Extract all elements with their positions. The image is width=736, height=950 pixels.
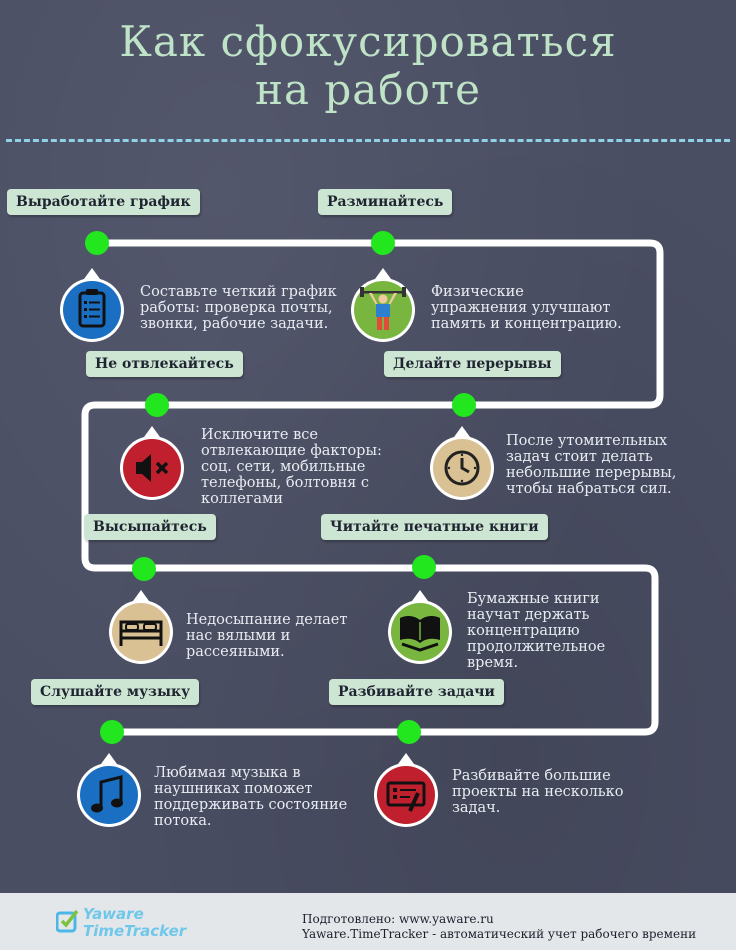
logo-line-2: TimeTracker: [83, 922, 187, 940]
weightlifter-icon: [349, 266, 417, 344]
step-label-schedule: Выработайте график: [7, 189, 200, 215]
clock-icon: [428, 424, 496, 502]
timeline-node: [85, 231, 109, 255]
timeline-node: [412, 555, 436, 579]
step-label-no-distraction: Не отвлекайтесь: [86, 351, 243, 377]
step-label-music: Слушайте музыку: [31, 679, 200, 705]
task-list-icon: [372, 751, 440, 829]
timeline-node: [145, 393, 169, 417]
step-label-split-tasks: Разбивайте задачи: [329, 679, 504, 705]
timeline-node: [371, 231, 395, 255]
yaware-logo-icon: [55, 908, 80, 938]
step-label-sleep: Высыпайтесь: [84, 514, 216, 540]
credit-line-1: Подготовлено: www.yaware.ru: [302, 912, 494, 926]
dashed-divider: [6, 139, 730, 142]
music-note-icon: [75, 751, 143, 829]
timeline-node: [397, 720, 421, 744]
title-line-1: Как сфокусироваться: [119, 17, 617, 66]
footer-credits: Подготовлено: www.yaware.ru Yaware.TimeT…: [302, 912, 696, 942]
timeline-node: [132, 557, 156, 581]
footer: [0, 893, 736, 950]
step-label-warmup: Разминайтесь: [318, 189, 453, 215]
step-label-breaks: Делайте перерывы: [384, 351, 561, 377]
step-label-books: Читайте печатные книги: [321, 514, 548, 540]
book-icon: [386, 588, 454, 666]
page-title: Как сфокусироваться на работе: [0, 18, 736, 114]
mute-speaker-icon: [118, 424, 186, 502]
credit-line-2: Yaware.TimeTracker - автоматический учет…: [302, 927, 697, 941]
logo-text: Yaware TimeTracker: [83, 906, 186, 940]
logo-line-1: Yaware: [83, 905, 144, 923]
bed-icon: [107, 588, 175, 666]
title-line-2: на работе: [255, 65, 481, 114]
timeline-node: [100, 720, 124, 744]
clipboard-icon: [58, 266, 126, 344]
timeline-node: [452, 393, 476, 417]
